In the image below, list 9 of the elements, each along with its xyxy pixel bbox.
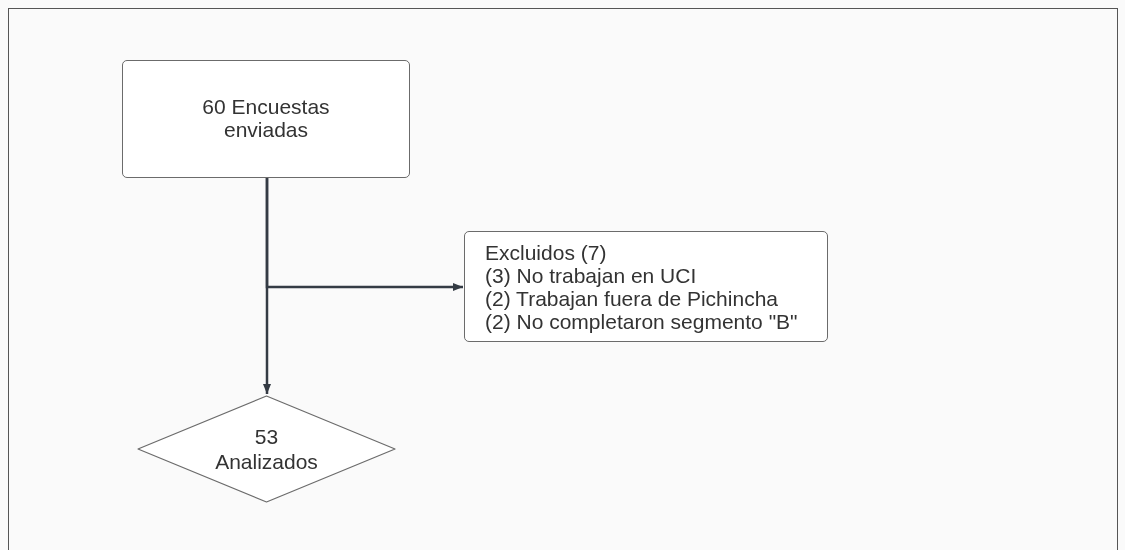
node-label: Excluidos (7) xyxy=(485,240,607,264)
process-box xyxy=(464,231,828,342)
node-label: 53 Analizados xyxy=(214,424,319,474)
node-label: 60 Encuestas enviadas xyxy=(201,95,331,141)
node-label: (2) Trabajan fuera de Pichincha xyxy=(485,286,778,310)
process-box xyxy=(122,60,410,178)
arrow xyxy=(265,178,463,291)
node-label: (3) No trabajan en UCI xyxy=(485,263,697,287)
node-label: (2) No completaron segmento "B" xyxy=(485,309,798,333)
